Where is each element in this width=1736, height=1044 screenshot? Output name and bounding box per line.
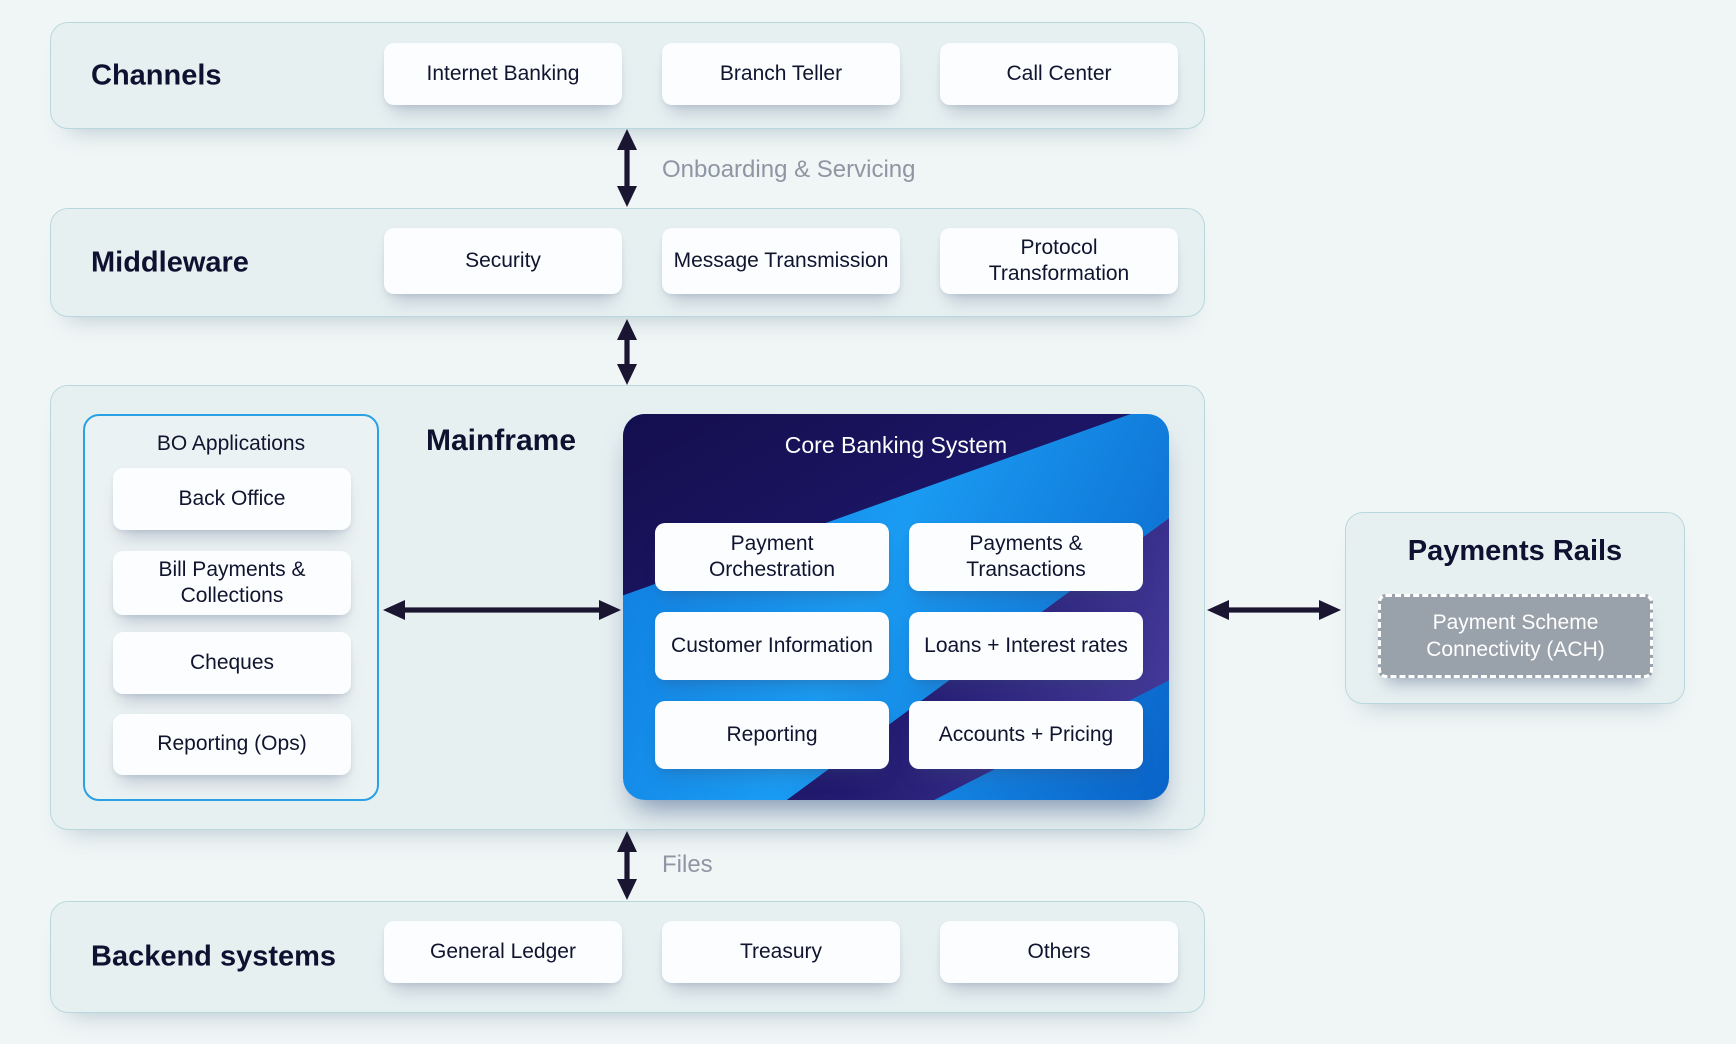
payments-rails-panel: Payments Rails Payment Scheme Connectivi… xyxy=(1345,512,1685,704)
middleware-card-protocol-transformation: Protocol Transformation xyxy=(940,228,1178,294)
backend-card-treasury: Treasury xyxy=(662,921,900,983)
cbs-card-payments-transactions: Payments & Transactions xyxy=(909,523,1143,591)
middleware-card-message-transmission: Message Transmission xyxy=(662,228,900,294)
bo-card-cheques: Cheques xyxy=(113,632,351,694)
channels-card-call-center: Call Center xyxy=(940,43,1178,105)
cbs-card-reporting: Reporting xyxy=(655,701,889,769)
payment-scheme-connectivity-box: Payment Scheme Connectivity (ACH) xyxy=(1378,594,1653,678)
middleware-card-security: Security xyxy=(384,228,622,294)
bo-card-bill-payments-collections: Bill Payments & Collections xyxy=(113,551,351,615)
cbs-card-customer-information: Customer Information xyxy=(655,612,889,680)
payments-rails-label: Payments Rails xyxy=(1407,535,1623,567)
backend-card-general-ledger: General Ledger xyxy=(384,921,622,983)
backend-systems-label: Backend systems xyxy=(91,940,337,973)
mainframe-backend-bidirectional-arrow-icon xyxy=(613,831,641,900)
onboarding-servicing-connector-label: Onboarding & Servicing xyxy=(662,156,916,183)
channels-label: Channels xyxy=(91,59,222,91)
middleware-mainframe-bidirectional-arrow-icon xyxy=(613,319,641,385)
channels-card-branch-teller: Branch Teller xyxy=(662,43,900,105)
backend-card-others: Others xyxy=(940,921,1178,983)
core-banking-system-box: Core Banking System Payment Orchestratio… xyxy=(623,414,1169,800)
core-banking-system-title: Core Banking System xyxy=(784,432,1008,458)
bo-card-back-office: Back Office xyxy=(113,468,351,530)
middleware-panel: Middleware Security Message Transmission… xyxy=(50,208,1205,317)
middleware-label: Middleware xyxy=(91,246,249,278)
files-connector-label: Files xyxy=(662,851,713,878)
channels-panel: Channels Internet Banking Branch Teller … xyxy=(50,22,1205,129)
backend-systems-panel: Backend systems General Ledger Treasury … xyxy=(50,901,1205,1013)
mainframe-paymentsrails-bidirectional-arrow-icon xyxy=(1207,596,1341,624)
cbs-card-accounts-pricing: Accounts + Pricing xyxy=(909,701,1143,769)
bo-applications-title: BO Applications xyxy=(156,432,306,455)
bo-applications-box: BO Applications Back Office Bill Payment… xyxy=(83,414,379,801)
mainframe-panel: Mainframe BO Applications Back Office Bi… xyxy=(50,385,1205,830)
channels-card-internet-banking: Internet Banking xyxy=(384,43,622,105)
mainframe-label: Mainframe xyxy=(425,424,577,457)
bo-corebanking-bidirectional-arrow-icon xyxy=(383,596,621,624)
cbs-card-loans-interest-rates: Loans + Interest rates xyxy=(909,612,1143,680)
channels-middleware-bidirectional-arrow-icon xyxy=(613,129,641,207)
cbs-card-payment-orchestration: Payment Orchestration xyxy=(655,523,889,591)
bo-card-reporting-ops: Reporting (Ops) xyxy=(113,714,351,775)
